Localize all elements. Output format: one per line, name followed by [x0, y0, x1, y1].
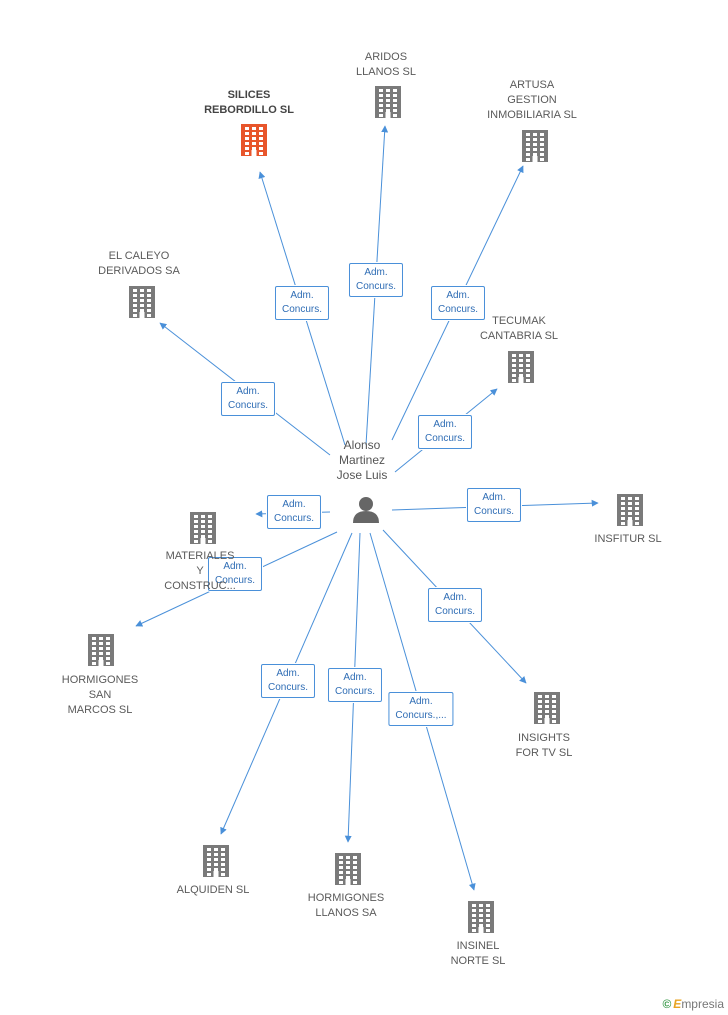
edge-label-line: Adm. — [443, 592, 467, 603]
edge-label-insinel[interactable]: Adm. Concurs.,... — [388, 692, 454, 726]
edge-label-materiales[interactable]: Adm. Concurs. — [266, 495, 322, 529]
edge-label-caleyo[interactable]: Adm. Concurs. — [220, 382, 276, 416]
edge-label-line: Concurs. — [434, 606, 476, 617]
company-name-artusa-line: ARTUSA — [509, 79, 555, 91]
building-icon-hsanmarcos[interactable] — [88, 634, 114, 666]
company-name-caleyo: EL CALEYO DERIVADOS SA — [98, 249, 180, 279]
edge-label-line: Adm. — [343, 672, 367, 683]
company-name-insfitur: INSFITUR SL — [594, 532, 661, 547]
empresia-logo: ©Empresia — [662, 997, 724, 1011]
company-name-silices-line: REBORDILLO SL — [204, 104, 294, 116]
company-name-hllanos: HORMIGONES LLANOS SA — [308, 891, 384, 921]
logo-initial: E — [673, 997, 682, 1011]
edge-label-line: Adm. — [276, 668, 300, 679]
edge-label-line: Concurs. — [355, 281, 397, 292]
building-icon-insfitur[interactable] — [617, 494, 643, 526]
edge-label-line: Adm. — [446, 290, 470, 301]
building-icon-tecumak[interactable] — [508, 351, 534, 383]
edge-label-line: Concurs. — [273, 513, 315, 524]
edge-label-line: Adm. — [364, 267, 388, 278]
edge-label-line: Adm. — [223, 561, 247, 572]
edge-label-alquiden[interactable]: Adm. Concurs. — [260, 664, 316, 698]
building-icon-materiales[interactable] — [190, 512, 216, 544]
building-icon-aridos[interactable] — [375, 86, 401, 118]
building-icon-alquiden[interactable] — [203, 845, 229, 877]
logo-text: mpresia — [681, 997, 724, 1011]
edge-label-tecumak[interactable]: Adm. Concurs. — [417, 415, 473, 449]
company-name-aridos: ARIDOS LLANOS SL — [356, 50, 416, 80]
company-name-artusa-line: GESTION — [507, 94, 557, 106]
edge-label-line: Adm. — [409, 696, 433, 707]
company-name-insights-line: INSIGHTS — [518, 732, 570, 744]
person-name-line: Jose Luis — [336, 468, 388, 482]
company-name-hsanmarcos: HORMIGONES SAN MARCOS SL — [62, 673, 138, 718]
edge-label-line: Adm. — [236, 386, 260, 397]
company-name-silices: SILICES REBORDILLO SL — [204, 88, 294, 118]
company-name-insfitur-line: INSFITUR SL — [594, 533, 662, 545]
building-icon-artusa[interactable] — [522, 130, 548, 162]
building-icon-insinel[interactable] — [468, 901, 494, 933]
company-name-hsanmarcos-line: HORMIGONES — [61, 674, 139, 686]
person-icon[interactable] — [353, 497, 379, 523]
company-name-tecumak: TECUMAK CANTABRIA SL — [480, 314, 558, 344]
edge-label-insfitur[interactable]: Adm. Concurs. — [466, 488, 522, 522]
edge-label-line: Concurs. — [424, 433, 466, 444]
company-name-silices-line: SILICES — [227, 89, 271, 101]
edge-label-line: Adm. — [290, 290, 314, 301]
edge-label-insights[interactable]: Adm. Concurs. — [427, 588, 483, 622]
company-name-insinel-line: INSINEL — [456, 940, 500, 952]
edge-label-artusa[interactable]: Adm. Concurs. — [430, 286, 486, 320]
company-name-materiales: MATERIALES Y CONSTRUC... — [164, 549, 236, 594]
edge-label-line: Adm. — [282, 499, 306, 510]
edge-label-line: Concurs. — [281, 304, 323, 315]
company-name-artusa-line: INMOBILIARIA SL — [487, 109, 577, 121]
edge-label-silices[interactable]: Adm. Concurs. — [274, 286, 330, 320]
company-name-insinel: INSINEL NORTE SL — [451, 939, 506, 969]
company-name-alquiden: ALQUIDEN SL — [177, 883, 250, 898]
edge-label-line: Concurs. — [437, 304, 479, 315]
company-name-materiales-line: Y — [196, 565, 204, 577]
company-name-aridos-line: LLANOS SL — [356, 66, 416, 78]
edge-label-line: Concurs. — [267, 682, 309, 693]
building-icon-hllanos[interactable] — [335, 853, 361, 885]
edge-label-line: Concurs.,... — [395, 710, 447, 721]
person-name-line: Martinez — [338, 453, 386, 467]
company-name-hsanmarcos-line: SAN — [88, 689, 112, 701]
copyright-symbol: © — [662, 997, 672, 1011]
company-name-hllanos-line: LLANOS SA — [315, 907, 377, 919]
edge-label-line: Concurs. — [473, 506, 515, 517]
company-name-tecumak-line: TECUMAK — [492, 315, 546, 327]
company-name-hllanos-line: HORMIGONES — [307, 892, 385, 904]
company-name-materiales-line: MATERIALES — [165, 550, 235, 562]
building-icon-silices[interactable] — [241, 124, 267, 156]
edge-label-line: Adm. — [482, 492, 506, 503]
company-name-insinel-line: NORTE SL — [450, 955, 506, 967]
edge-label-line: Adm. — [433, 419, 457, 430]
company-name-insights-line: FOR TV SL — [515, 747, 573, 759]
edge-label-line: Concurs. — [227, 400, 269, 411]
building-icon-caleyo[interactable] — [129, 286, 155, 318]
company-name-materiales-line: CONSTRUC... — [164, 580, 236, 592]
company-name-tecumak-line: CANTABRIA SL — [479, 330, 559, 342]
person-name-line: Alonso — [343, 438, 381, 452]
company-name-alquiden-line: ALQUIDEN SL — [176, 884, 250, 896]
company-name-aridos-line: ARIDOS — [364, 51, 408, 63]
edge-label-hsanmarcos[interactable]: Adm. Concurs. — [207, 557, 263, 591]
company-name-hsanmarcos-line: MARCOS SL — [67, 704, 133, 716]
building-icon-insights[interactable] — [534, 692, 560, 724]
edge-label-aridos[interactable]: Adm. Concurs. — [348, 263, 404, 297]
edge-label-hllanos[interactable]: Adm. Concurs. — [327, 668, 383, 702]
company-name-caleyo-line: DERIVADOS SA — [98, 265, 180, 277]
company-name-artusa: ARTUSA GESTION INMOBILIARIA SL — [487, 78, 577, 123]
company-name-caleyo-line: EL CALEYO — [108, 250, 170, 262]
edge-label-line: Concurs. — [214, 575, 256, 586]
edge-label-line: Concurs. — [334, 686, 376, 697]
company-name-insights: INSIGHTS FOR TV SL — [516, 731, 573, 761]
